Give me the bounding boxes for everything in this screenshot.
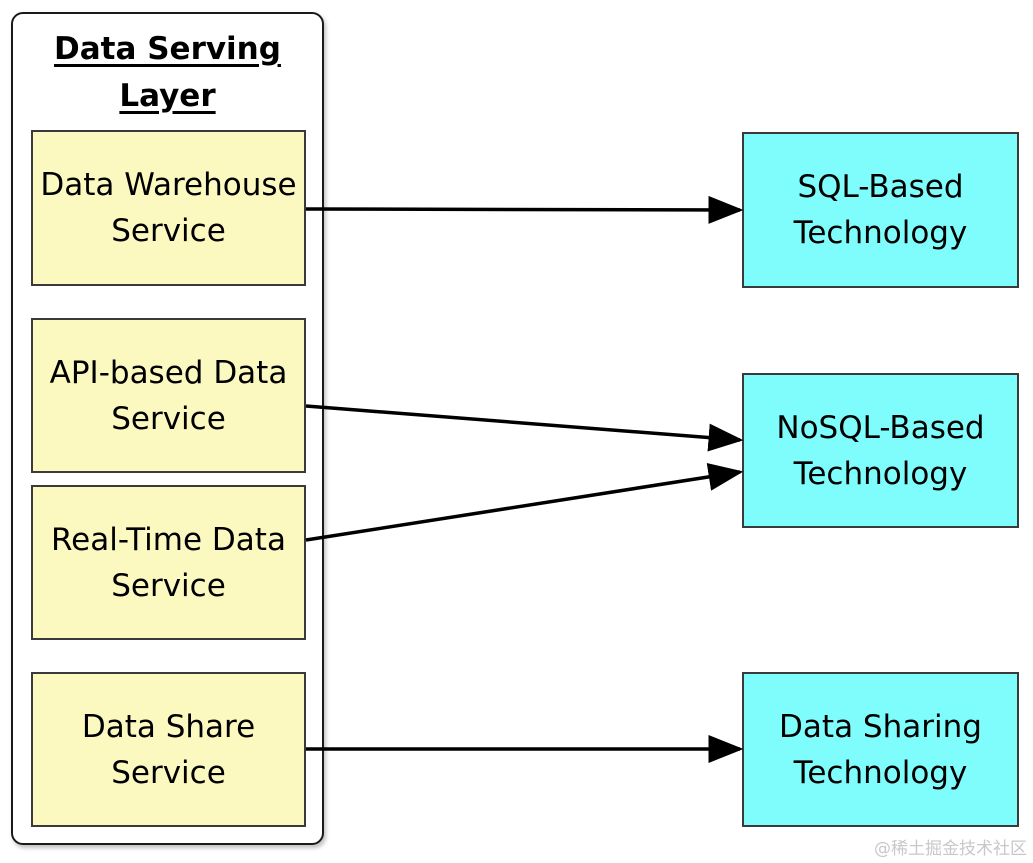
service-label: Real-Time Data Service [51, 521, 286, 604]
service-data-share: Data Share Service [31, 672, 306, 827]
service-api-based-data: API-based Data Service [31, 318, 306, 473]
service-label: Data Share Service [81, 708, 256, 791]
layer-title: Data Serving Layer [54, 31, 281, 114]
technology-sql-based: SQL-Based Technology [742, 132, 1019, 288]
service-label: Data Warehouse Service [40, 167, 297, 249]
service-label: API-based Data Service [49, 354, 288, 437]
arrow-rt-to-nosql [305, 463, 744, 542]
technology-data-sharing: Data Sharing Technology [742, 672, 1019, 827]
arrow-api-to-nosql [305, 404, 744, 452]
arrow-dw-to-sql [305, 195, 744, 224]
technology-label: SQL-Based Technology [793, 169, 968, 251]
technology-label: Data Sharing Technology [779, 708, 982, 791]
service-real-time-data: Real-Time Data Service [31, 485, 306, 640]
technology-label: NoSQL-Based Technology [776, 409, 985, 492]
watermark-text: @稀土掘金技术社区 [874, 839, 1027, 859]
service-data-warehouse: Data Warehouse Service [31, 130, 306, 286]
technology-nosql-based: NoSQL-Based Technology [742, 373, 1019, 528]
